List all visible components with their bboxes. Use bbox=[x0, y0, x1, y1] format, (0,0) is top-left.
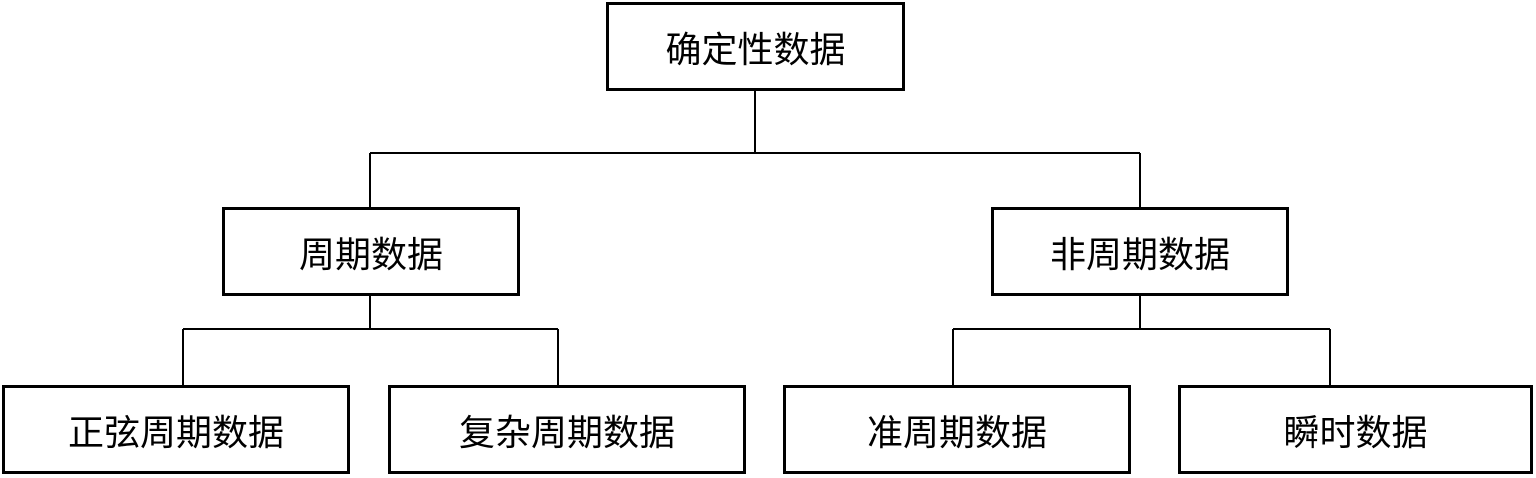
node-transient-data: 瞬时数据 bbox=[1178, 385, 1533, 474]
node-label: 准周期数据 bbox=[866, 412, 1047, 454]
node-label: 非周期数据 bbox=[1049, 234, 1230, 276]
node-label: 确定性数据 bbox=[665, 29, 846, 71]
node-sine-periodic-data: 正弦周期数据 bbox=[2, 385, 350, 474]
node-label: 复杂周期数据 bbox=[458, 412, 675, 454]
node-quasi-periodic-data: 准周期数据 bbox=[783, 385, 1131, 474]
node-aperiodic-data: 非周期数据 bbox=[991, 207, 1289, 296]
node-label: 瞬时数据 bbox=[1283, 412, 1428, 454]
node-periodic-data: 周期数据 bbox=[222, 207, 520, 296]
node-deterministic-data: 确定性数据 bbox=[606, 2, 905, 91]
node-complex-periodic-data: 复杂周期数据 bbox=[388, 385, 746, 474]
node-label: 正弦周期数据 bbox=[67, 412, 284, 454]
node-label: 周期数据 bbox=[298, 234, 443, 276]
